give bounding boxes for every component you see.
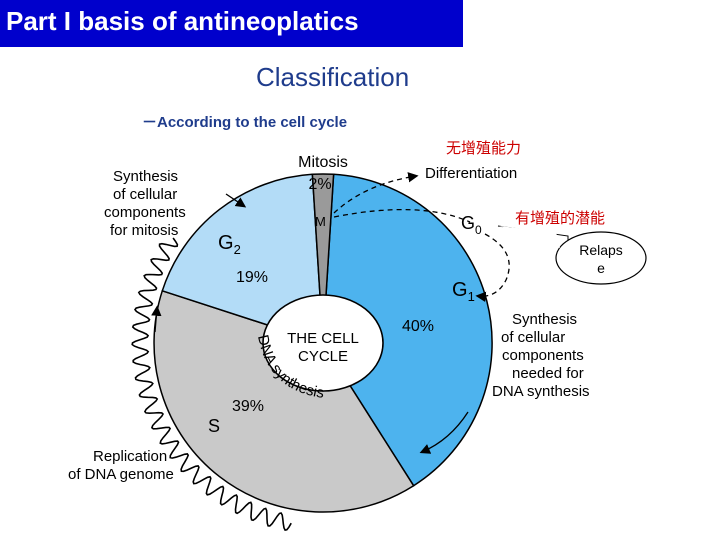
title-bar: Part I basis of antineoplatics — [0, 0, 463, 47]
phase-label-g2: G2 — [218, 232, 241, 257]
phase-label-m: M — [315, 214, 326, 229]
cycle-arrow-s — [151, 305, 162, 333]
relapse-line1: Relaps — [579, 242, 623, 258]
relapse-callout — [555, 231, 647, 285]
classification-criterion: －According to the cell cycle — [142, 114, 348, 131]
slide-title: Part I basis of antineoplatics — [6, 6, 359, 36]
svg-text:Replication: Replication — [93, 448, 167, 465]
cycle-arrow-g1 — [419, 411, 469, 454]
differentiation-label: Differentiation — [425, 165, 517, 182]
svg-text:for mitosis: for mitosis — [110, 222, 178, 239]
percent-s: 39% — [232, 398, 264, 415]
svg-text:Synthesis: Synthesis — [113, 168, 178, 185]
svg-text:components: components — [104, 204, 186, 221]
phase-sectors — [153, 173, 493, 513]
annotation-no-proliferation: 无增殖能力 — [446, 139, 522, 157]
svg-text:Synthesis: Synthesis — [512, 311, 577, 328]
caption-mitosis-synthesis: Synthesis of cellular components for mit… — [104, 168, 186, 239]
relapse-line2: e — [597, 260, 605, 276]
percent-g1: 40% — [402, 318, 434, 335]
phase-sector-s — [153, 289, 415, 513]
svg-text:of cellular: of cellular — [113, 186, 177, 203]
differentiation-arrow — [333, 172, 419, 214]
phase-sector-g1 — [322, 173, 493, 487]
svg-text:of cellular: of cellular — [501, 329, 565, 346]
mitosis-label: Mitosis — [298, 154, 348, 171]
dna-replication-wave — [131, 237, 292, 531]
svg-text:components: components — [502, 347, 584, 364]
percent-m: 2% — [308, 176, 331, 193]
g0-reentry-arrow — [475, 233, 510, 302]
annotation-proliferation-potential: 有增殖的潜能 — [515, 209, 606, 227]
phase-label-s: S — [208, 416, 220, 436]
phase-sector-m — [311, 173, 335, 344]
center-label-line1: THE CELL — [287, 330, 359, 347]
g0-label: G0 — [461, 213, 482, 237]
g0-exit-path — [333, 208, 471, 223]
caption-dna-replication: Replication of DNA genome — [68, 448, 174, 483]
cell-cycle-center — [262, 294, 384, 392]
center-label-line2: CYCLE — [298, 348, 348, 365]
caption-dna-synthesis-components: Synthesis of cellular components needed … — [492, 311, 590, 400]
svg-text:DNA synthesis: DNA synthesis — [492, 383, 590, 400]
relapse-callout-text: Relaps e — [560, 241, 642, 277]
slide-subtitle: Classification — [256, 62, 410, 92]
phase-label-g1: G1 — [452, 279, 475, 304]
cycle-arrow-g2 — [225, 193, 247, 208]
percent-g2: 19% — [236, 269, 268, 286]
phase-sector-g2 — [161, 173, 324, 345]
svg-text:of DNA genome: of DNA genome — [68, 466, 174, 483]
svg-text:needed for: needed for — [512, 365, 584, 382]
